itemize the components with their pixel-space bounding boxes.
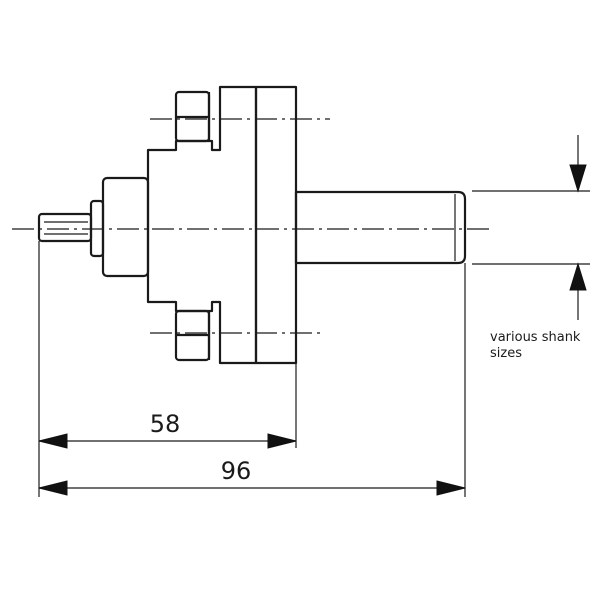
shank-size-arrow-top xyxy=(569,135,587,193)
dimension-58-label: 58 xyxy=(150,410,181,438)
main-body xyxy=(146,85,258,365)
dimension-96-label: 96 xyxy=(221,457,252,485)
dimension-58 xyxy=(38,433,297,449)
front-flange xyxy=(254,85,298,365)
bottom-bolt-head xyxy=(174,309,211,362)
top-bolt-head xyxy=(174,90,211,143)
drive-spigot xyxy=(37,212,93,243)
shank xyxy=(294,190,467,265)
neck xyxy=(101,176,150,278)
annotation-line-2: sizes xyxy=(490,346,522,361)
dimension-96 xyxy=(38,480,466,496)
annotation-line-1: various shank xyxy=(490,330,581,345)
shank-size-arrow-bottom xyxy=(569,262,587,320)
